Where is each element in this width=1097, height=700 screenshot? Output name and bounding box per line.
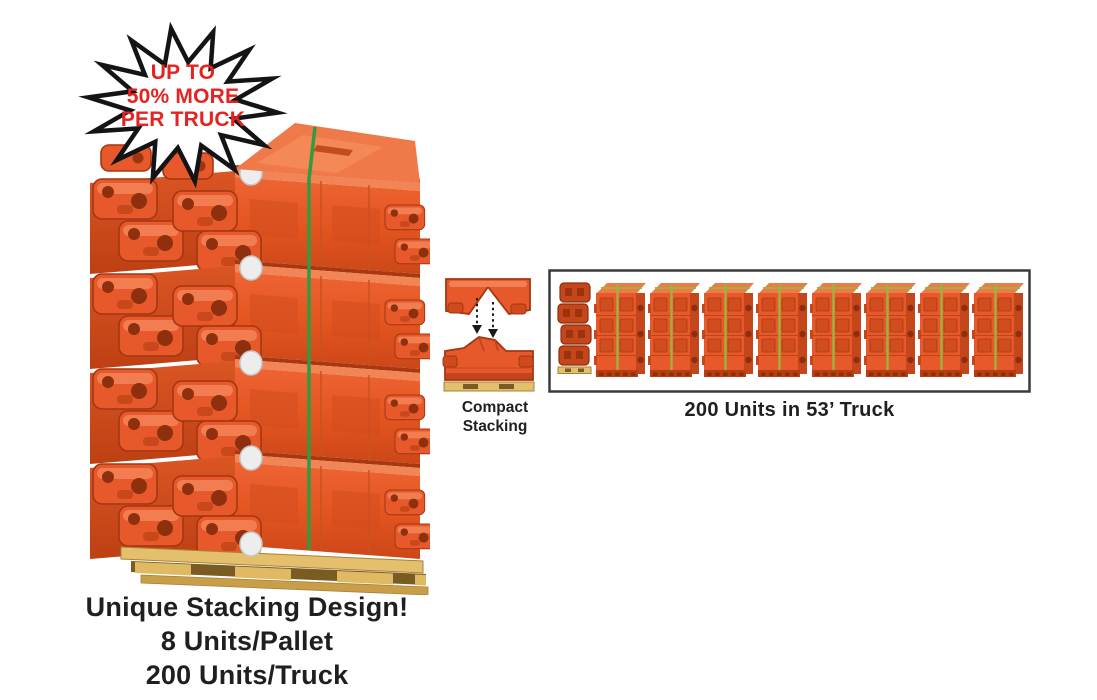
caption-line: 200 Units/Truck — [145, 660, 349, 690]
down-arrow-icon — [472, 298, 482, 334]
starburst-badge — [78, 21, 288, 189]
stack-top-face — [100, 123, 420, 183]
badge-line: UP TO — [150, 61, 216, 84]
starburst-icon — [78, 21, 288, 189]
compact-stacking-diagram — [442, 278, 535, 392]
end-view-stack — [557, 282, 592, 374]
upper-barrier-end — [445, 278, 531, 315]
drain-cap — [239, 531, 263, 557]
caption-line: 8 Units/Pallet — [160, 626, 334, 656]
label-line: Stacking — [462, 417, 528, 435]
wooden-pallet — [120, 546, 429, 595]
truck-load-illustration — [548, 269, 1031, 393]
lower-barrier-end — [442, 336, 534, 381]
compact-stacking-label: Compact Stacking — [431, 399, 559, 436]
pallet-caption: Unique Stacking Design! 8 Units/Pallet 2… — [62, 590, 432, 692]
down-arrow-icon — [488, 302, 498, 338]
barrier-layers — [90, 161, 430, 559]
caption-line: Unique Stacking Design! — [85, 592, 409, 622]
label-line: Compact — [461, 399, 529, 416]
pallet-stack-illustration — [85, 123, 430, 595]
badge-line: 50% MORE — [126, 84, 240, 108]
green-strap — [307, 126, 317, 550]
badge-text: UP TO 50% MORE PER TRUCK — [100, 61, 266, 132]
mini-pallet — [443, 381, 535, 392]
badge-line: PER TRUCK — [120, 108, 246, 131]
truck-caption: 200 Units in 53’ Truck — [684, 399, 895, 421]
